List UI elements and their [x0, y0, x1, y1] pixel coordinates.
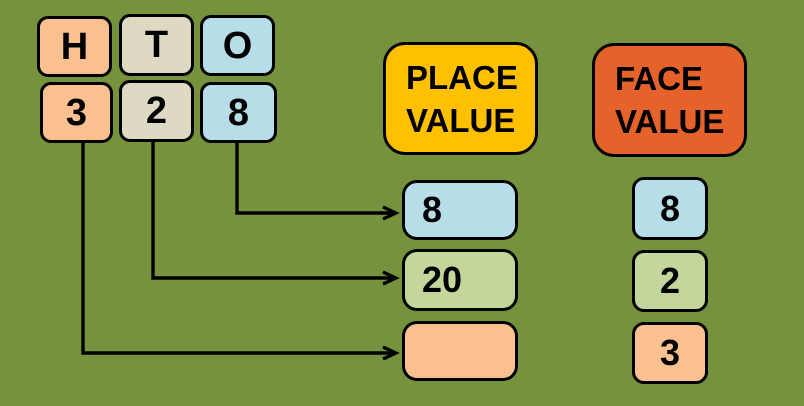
arrow-hundreds-to-place-value: [81, 141, 400, 361]
face-value-header: FACE VALUE: [592, 43, 747, 157]
column-header-hundreds: H: [37, 16, 112, 77]
column-header-tens: T: [119, 14, 194, 76]
column-header-ones: O: [200, 15, 275, 76]
arrow-ones-to-place-value: [235, 141, 400, 221]
digit-value: 8: [227, 91, 250, 134]
face-value-header-line2: VALUE: [615, 103, 725, 140]
column-header-label: O: [222, 24, 253, 67]
place-value-row-ones: 8: [402, 180, 518, 240]
face-value-row-ones: 8: [632, 177, 708, 240]
place-value-header-line1: PLACE: [406, 58, 518, 96]
arrow-tens-to-place-value: [151, 140, 400, 286]
face-value-header-line1: FACE: [615, 60, 704, 97]
face-value-result: 8: [659, 187, 681, 229]
column-header-label: H: [60, 25, 89, 68]
digit-value: 2: [145, 90, 168, 132]
face-value-row-hundreds: 3: [632, 322, 708, 384]
place-value-result: 20: [422, 259, 463, 300]
face-value-result: 2: [659, 260, 681, 301]
place-value-row-hundreds-empty: [402, 321, 518, 381]
face-value-row-tens: 2: [632, 250, 708, 312]
place-value-header-line2: VALUE: [406, 101, 516, 139]
digit-cell-ones: 8: [200, 82, 277, 143]
face-value-result: 3: [659, 332, 681, 373]
place-value-result: 8: [422, 189, 443, 230]
digit-value: 3: [65, 91, 88, 134]
digit-cell-tens: 2: [119, 80, 194, 142]
place-value-header: PLACE VALUE: [383, 42, 538, 155]
column-header-label: T: [144, 24, 169, 66]
place-value-row-tens: 20: [402, 249, 518, 311]
digit-cell-hundreds: 3: [40, 82, 113, 143]
